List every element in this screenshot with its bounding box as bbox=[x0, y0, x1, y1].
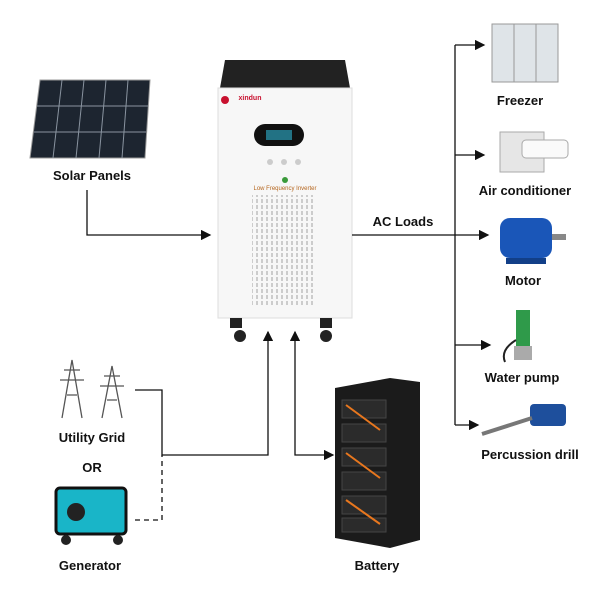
freezer-icon bbox=[491, 23, 559, 83]
air-conditioner-icon bbox=[499, 131, 569, 173]
percussion-drill-icon bbox=[481, 404, 566, 436]
label-air-conditioner: Air conditioner bbox=[478, 183, 572, 198]
label-or: OR bbox=[82, 460, 102, 475]
inverter-brand: xindun bbox=[238, 95, 262, 102]
solar-panels-icon bbox=[29, 79, 151, 159]
label-generator: Generator bbox=[58, 558, 122, 573]
utility-grid-icon bbox=[60, 359, 124, 419]
label-utility-grid: Utility Grid bbox=[58, 430, 126, 445]
battery-icon bbox=[335, 378, 420, 548]
connection-lines bbox=[86, 39, 492, 521]
motor-icon bbox=[500, 218, 566, 264]
water-pump-icon bbox=[502, 310, 532, 363]
label-water-pump: Water pump bbox=[484, 370, 560, 385]
label-battery: Battery bbox=[354, 558, 400, 573]
label-solar-panels: Solar Panels bbox=[52, 168, 132, 183]
label-freezer: Freezer bbox=[496, 93, 544, 108]
inverter-model-text: Low Frequency Inverter bbox=[253, 186, 317, 192]
label-percussion-drill: Percussion drill bbox=[481, 447, 579, 462]
label-motor: Motor bbox=[504, 273, 542, 288]
generator-icon bbox=[54, 486, 128, 545]
inverter-icon bbox=[217, 60, 353, 342]
label-ac-loads: AC Loads bbox=[372, 214, 434, 229]
